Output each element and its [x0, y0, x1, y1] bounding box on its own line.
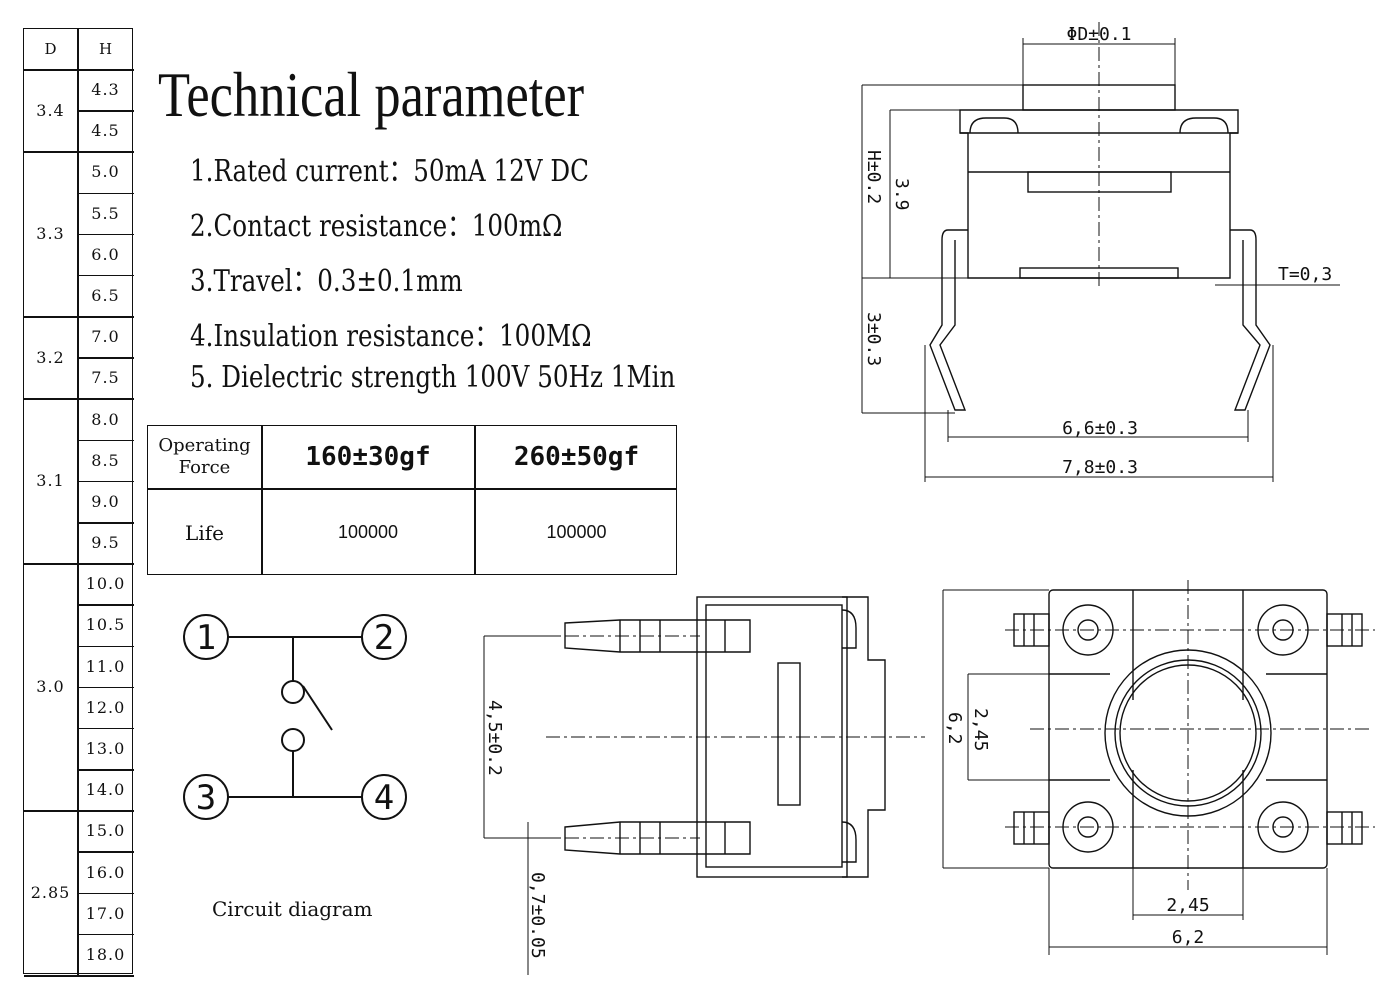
dh-h-value: 11.0 [85, 656, 126, 676]
dh-h-value: 4.3 [91, 80, 120, 100]
dh-h-value: 18.0 [85, 944, 126, 964]
dh-h-value: 8.5 [91, 450, 120, 470]
dh-group-rule [24, 398, 134, 400]
dh-h-value: 10.5 [85, 615, 126, 635]
dh-row-rule [77, 851, 134, 853]
dh-d-value: 3.2 [36, 347, 65, 367]
terminal-1: 1 [183, 614, 229, 660]
dh-row-rule [77, 522, 134, 524]
dh-header-d: D [44, 40, 57, 58]
dim-outer-width: 7,8±0.3 [1062, 457, 1138, 478]
life-label: Life [185, 520, 224, 545]
bottom-view-drawing: 6,2 2,45 2,45 6,2 [942, 580, 1375, 955]
dim-bottom-width: 6,2 [1172, 927, 1205, 948]
dh-row-rule [77, 892, 134, 895]
terminal-2-label: 2 [374, 618, 394, 658]
dh-h-value: 16.0 [85, 862, 126, 882]
dh-h-value: 12.0 [85, 697, 126, 717]
life-value-1: 100000 [337, 522, 399, 542]
dh-h-value: 9.0 [91, 491, 120, 511]
terminal-2: 2 [361, 614, 407, 660]
dh-h-value: 9.5 [91, 533, 120, 553]
dh-row-rule [77, 274, 134, 277]
dh-header-rule [24, 69, 134, 71]
param-insulation-resistance: 4.Insulation resistance：100MΩ [190, 319, 592, 354]
dh-row-rule [77, 604, 134, 606]
dh-row-rule [77, 110, 134, 112]
page-title: Technical parameter [158, 59, 585, 130]
dh-header-h: H [98, 40, 113, 58]
terminal-4-label: 4 [374, 778, 394, 818]
dh-row-rule [77, 233, 134, 236]
force-value-2: 260±50gf [513, 442, 640, 472]
dim-body-height: 3.9 [891, 178, 912, 211]
dh-row-rule [77, 192, 134, 195]
terminal-1-label: 1 [196, 618, 216, 658]
dh-h-value: 15.0 [85, 821, 126, 841]
dh-d-value: 3.1 [36, 471, 65, 491]
dh-group-rule [24, 810, 134, 812]
terminal-3: 3 [183, 774, 229, 820]
dh-d-value: 2.85 [30, 883, 71, 903]
dh-row-rule [77, 439, 134, 442]
dh-row-rule [77, 357, 134, 359]
dim-inner-width: 6,6±0.3 [1062, 418, 1138, 439]
dim-pin-pitch: 4,5±0.2 [484, 700, 505, 776]
dh-h-value: 6.5 [91, 285, 120, 305]
dh-h-value: 10.0 [85, 574, 126, 594]
dh-divider [77, 29, 79, 975]
dim-leg-height: 3±0.3 [863, 312, 884, 366]
terminal-3-label: 3 [196, 778, 216, 818]
front-view-drawing: ΦD±0.1 6,6±0.3 7,8±0.3 T=0,3 H±0.2 3.9 3… [861, 22, 1340, 482]
dh-row-rule [77, 769, 134, 771]
dh-h-value: 7.0 [91, 327, 120, 347]
param-rated-current: 1.Rated current：50mA 12V DC [190, 154, 589, 189]
dh-table: D H 3.4 4.3 4.5 3.3 5.0 5.5 6.0 6.5 3.2 7.0 7.5 3.1 8.… [23, 28, 134, 977]
dim-phi-d: ΦD±0.1 [1066, 24, 1131, 45]
dh-h-value: 17.0 [85, 903, 126, 923]
circuit-diagram-label: Circuit diagram [212, 897, 373, 921]
dh-group-rule [24, 563, 134, 565]
dh-group-rule [24, 316, 134, 318]
dh-row-rule [77, 480, 134, 483]
dh-h-value: 13.0 [85, 738, 126, 758]
life-value-2: 100000 [546, 522, 607, 542]
dim-pin-width: 0,7±0.05 [527, 872, 548, 959]
dh-d-value: 3.3 [36, 224, 65, 244]
dh-row-rule [77, 686, 134, 689]
dim-bottom-inner: 2,45 [970, 708, 991, 751]
dh-h-value: 5.5 [91, 203, 120, 223]
dh-d-value: 3.4 [36, 100, 65, 120]
dh-h-value: 7.5 [91, 368, 120, 388]
dh-h-value: 8.0 [91, 409, 120, 429]
dh-h-value: 14.0 [85, 780, 126, 800]
terminal-4: 4 [361, 774, 407, 820]
side-view-drawing: 4,5±0.2 0,7±0.05 [483, 596, 925, 975]
dim-bottom-height: 6,2 [944, 712, 965, 745]
dim-bottom-width-inner: 2,45 [1166, 895, 1209, 916]
circuit-diagram: 1 2 3 4 [183, 614, 407, 820]
force-value-1: 160±30gf [305, 442, 431, 472]
dh-h-value: 6.0 [91, 244, 120, 264]
dh-d-value: 3.0 [36, 677, 65, 697]
dh-group-rule [24, 151, 134, 153]
dh-row-rule [77, 727, 134, 730]
dh-row-rule [77, 645, 134, 648]
param-contact-resistance: 2.Contact resistance：100mΩ [190, 209, 563, 244]
dim-thickness: T=0,3 [1278, 264, 1332, 285]
dh-h-value: 5.0 [91, 162, 120, 182]
param-travel: 3.Travel：0.3±0.1mm [190, 264, 463, 299]
operating-force-label: Operating Force [158, 435, 251, 478]
force-life-table: Operating Force 160±30gf 260±50gf Life 1… [147, 425, 677, 575]
param-dielectric-strength: 5. Dielectric strength 100V 50Hz 1Min [190, 360, 676, 395]
dh-group-rule [24, 975, 134, 977]
dim-height: H±0.2 [863, 150, 884, 204]
dh-h-value: 4.5 [91, 121, 120, 141]
dh-row-rule [77, 933, 134, 936]
